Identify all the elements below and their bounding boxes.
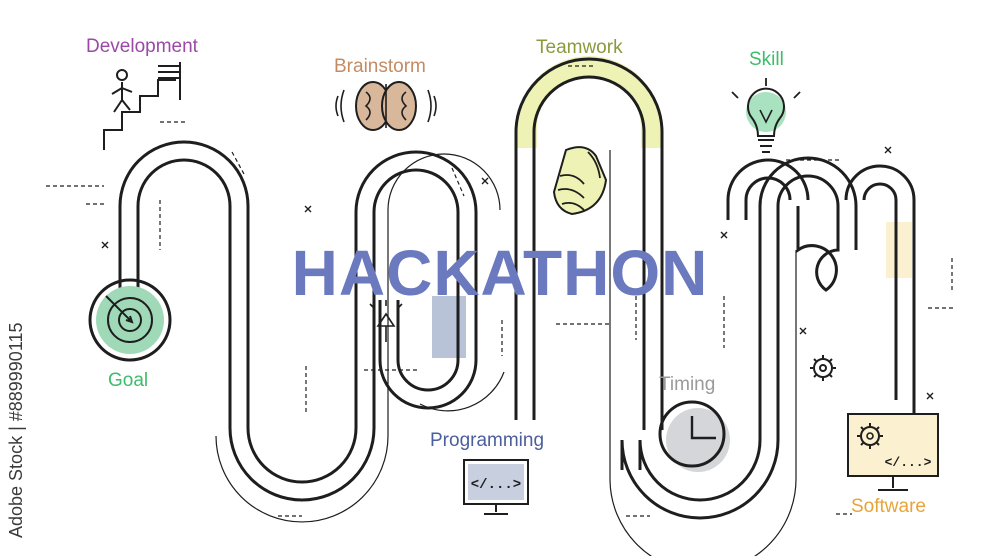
brain-icon	[335, 81, 437, 131]
clock-icon	[658, 400, 730, 472]
label-software: Software	[851, 496, 926, 517]
software-monitor-icon: </...>	[847, 413, 939, 491]
label-teamwork: Teamwork	[536, 37, 623, 58]
teamwork-arc-highlight	[517, 56, 661, 148]
dashed-guides	[46, 65, 956, 517]
label-programming: Programming	[430, 430, 545, 451]
label-goal: Goal	[108, 370, 149, 391]
road-edge-thin	[215, 150, 797, 556]
hackathon-title: HACKATHON	[291, 237, 709, 309]
stock-watermark: Adobe Stock | #889990115	[4, 318, 30, 538]
stairs-icon	[103, 62, 181, 150]
target-icon	[88, 278, 172, 362]
road-inner	[136, 75, 898, 520]
programming-highlight	[432, 296, 466, 358]
programming-monitor-icon: </...>	[463, 459, 529, 515]
lightbulb-icon	[731, 78, 801, 153]
handshake-icon	[552, 146, 608, 216]
label-timing: Timing	[659, 374, 716, 395]
road-outer	[118, 57, 916, 502]
gear-icon	[810, 355, 836, 381]
programming-code-glyph: </...>	[471, 477, 521, 493]
label-skill: Skill	[749, 49, 784, 70]
watermark-text: Adobe Stock | #889990115	[6, 322, 26, 538]
label-brainstorm: Brainstorm	[334, 56, 426, 77]
software-highlight	[886, 222, 912, 278]
label-development: Development	[86, 36, 198, 57]
x-markers	[101, 146, 934, 400]
software-code-glyph: </...>	[885, 455, 932, 470]
warning-lamp-icon	[369, 300, 403, 342]
